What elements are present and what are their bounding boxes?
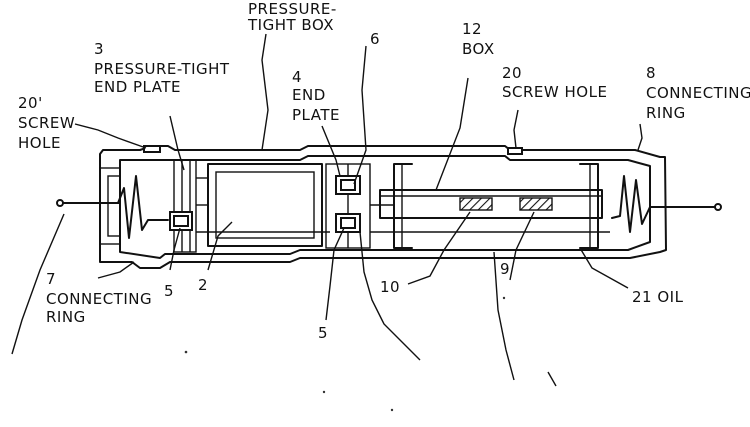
label-ref-12: 12: [462, 20, 482, 38]
label-screw-hole-right: SCREW HOLE: [502, 83, 607, 101]
label-ref-20: 20: [502, 64, 522, 82]
label-connecting-ring-right-2: RING: [646, 104, 686, 122]
label-connecting-ring-left-2: RING: [46, 308, 86, 326]
label-pressure-tight-end-plate-2: END PLATE: [94, 78, 181, 96]
label-connecting-ring-left-1: CONNECTING: [46, 290, 152, 308]
leader-lines: [11, 33, 643, 387]
outer-housing: [99, 145, 667, 269]
right-cable: [611, 175, 722, 233]
screw-hole-left: [143, 145, 161, 153]
label-oil: 21 OIL: [632, 288, 684, 306]
end-plate-4: [325, 163, 394, 249]
inner-tube: [379, 189, 603, 219]
label-ref-10: 10: [380, 278, 400, 296]
label-end-plate-1: END: [292, 86, 326, 104]
box-12: [370, 163, 610, 249]
left-cable: [56, 175, 169, 239]
label-ref-3: 3: [94, 40, 104, 58]
label-pressure-tight-box-1: PRESSURE-: [248, 0, 337, 18]
component-2: [196, 163, 330, 247]
label-ref-6: 6: [370, 30, 380, 48]
label-pressure-tight-end-plate-1: PRESSURE-TIGHT: [94, 60, 230, 78]
label-screw-hole-left-2: HOLE: [18, 134, 61, 152]
label-box: BOX: [462, 40, 495, 58]
label-ref-9: 9: [500, 260, 510, 278]
label-ref-20-prime: 20': [18, 94, 43, 112]
scan-dots: [184, 296, 506, 412]
pressure-tight-end-plate: [173, 159, 197, 253]
label-connecting-ring-right-1: CONNECTING: [646, 84, 750, 102]
label-screw-hole-left-1: SCREW: [18, 114, 75, 132]
element-9: [519, 197, 553, 211]
label-end-plate-2: PLATE: [292, 106, 340, 124]
element-10: [459, 197, 493, 211]
label-ref-8: 8: [646, 64, 656, 82]
labels: PRESSURE- TIGHT BOX 3 PRESSURE-TIGHT END…: [18, 0, 750, 342]
label-ref-7: 7: [46, 270, 56, 288]
screw-hole-right: [507, 147, 523, 155]
label-ref-4: 4: [292, 68, 302, 86]
label-ref-5-left: 5: [164, 282, 174, 300]
connector-5-left: [169, 211, 193, 231]
label-ref-2: 2: [198, 276, 208, 294]
label-pressure-tight-box-2: TIGHT BOX: [247, 16, 334, 34]
label-ref-5-bottom: 5: [318, 324, 328, 342]
